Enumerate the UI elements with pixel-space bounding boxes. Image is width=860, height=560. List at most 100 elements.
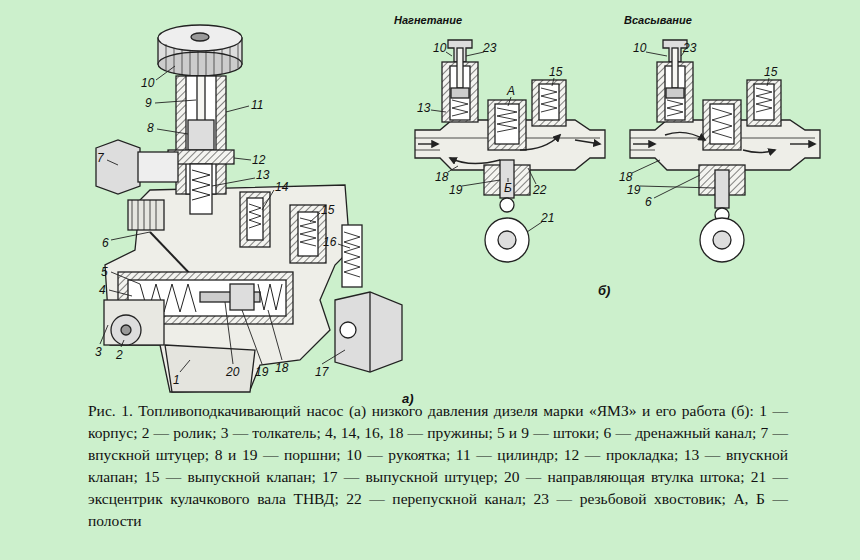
pump-scheme [630, 40, 820, 262]
pump-cutaway [158, 52, 242, 76]
pump-cutaway [132, 200, 133, 230]
pump-scheme [451, 88, 469, 98]
leader-lines [431, 110, 446, 112]
pump-cutaway [247, 198, 263, 240]
figure-label: б) [598, 284, 610, 297]
leader-lines [242, 310, 262, 364]
pump-scheme [488, 100, 526, 150]
pump-scheme [539, 84, 559, 120]
callout-number: 18 [619, 171, 632, 183]
leader-lines [322, 350, 345, 364]
callout-number: 2 [116, 349, 123, 361]
leader-lines [100, 325, 108, 344]
leader-lines [156, 66, 175, 80]
callout-number: 15 [321, 204, 334, 216]
callout-number: 12 [252, 154, 265, 166]
callout-number: 19 [255, 366, 268, 378]
pump-scheme [712, 108, 732, 138]
leader-lines [767, 78, 769, 86]
callout-number: 22 [533, 184, 546, 196]
leader-lines [180, 360, 190, 372]
pump-cutaway [206, 51, 207, 76]
pump-cutaway [222, 49, 223, 74]
leader-lines [632, 160, 660, 173]
pump-cutaway [192, 170, 210, 200]
pump-cutaway [150, 200, 151, 230]
pump-scheme [713, 231, 731, 249]
pump-cutaway [197, 76, 205, 126]
pump-cutaway [240, 192, 270, 247]
pump-cutaway [138, 200, 139, 230]
callout-number: 6 [102, 237, 109, 249]
pump-scheme [450, 158, 500, 164]
pump-scheme [790, 143, 815, 144]
callout-number: 7 [97, 152, 104, 164]
leader-lines [310, 213, 320, 222]
leader-lines [111, 272, 140, 284]
pump-scheme [500, 198, 514, 212]
leader-lines [121, 340, 124, 347]
pump-scheme [665, 132, 705, 140]
pump-scheme [756, 88, 772, 112]
pump-scheme [418, 143, 438, 144]
leader-lines [552, 78, 554, 86]
callout-number: 23 [683, 42, 696, 54]
pump-cutaway [369, 292, 370, 372]
callout-number: 3 [95, 346, 102, 358]
pump-cutaway [128, 200, 164, 230]
pump-scheme [498, 231, 516, 249]
leader-lines [225, 302, 233, 364]
leader-lines [107, 160, 118, 165]
pump-scheme [418, 135, 600, 164]
scheme-heading: Всасывание [624, 15, 692, 26]
leader-lines [466, 52, 484, 56]
leader-lines [448, 166, 458, 172]
callout-number: 19 [449, 184, 462, 196]
pump-scheme [415, 40, 605, 262]
leader-lines [462, 180, 500, 186]
leader-lines [226, 106, 249, 112]
pump-cutaway [158, 25, 242, 51]
callout-number: 18 [435, 171, 448, 183]
callout-number: 10 [433, 42, 446, 54]
leader-lines [431, 52, 769, 232]
pump-cutaway [300, 218, 316, 246]
callout-number: 16 [323, 236, 336, 248]
pump-scheme [754, 84, 774, 120]
callout-number: А [507, 85, 515, 97]
pump-scheme [672, 48, 678, 88]
pump-scheme [633, 132, 815, 152]
callout-number: 5 [101, 266, 108, 278]
pump-scheme [495, 104, 519, 144]
leader-lines [446, 52, 452, 56]
pump-scheme [575, 140, 600, 144]
callout-number: 21 [541, 212, 554, 224]
pump-cutaway [238, 44, 239, 68]
callout-number: 1 [173, 374, 180, 386]
pump-cutaway [190, 51, 191, 76]
pump-cutaway [111, 315, 141, 345]
leader-lines [234, 158, 251, 160]
leader-lines [338, 244, 350, 248]
pump-cutaway [96, 140, 140, 194]
callout-number: 9 [145, 97, 152, 109]
pump-scheme [747, 80, 781, 126]
pump-cutaway [198, 51, 199, 76]
callout-number: 18 [275, 362, 288, 374]
callout-number: 10 [633, 42, 646, 54]
pump-cutaway [156, 200, 157, 230]
callout-number: Б [504, 182, 512, 194]
callout-number: 4 [99, 284, 106, 296]
pump-scheme [520, 135, 560, 150]
pump-cutaway [174, 48, 175, 74]
callout-number: 14 [275, 181, 288, 193]
callout-number: 15 [764, 66, 777, 78]
pump-cutaway [258, 284, 282, 310]
pump-cutaway [121, 325, 131, 335]
pump-cutaway [105, 185, 350, 392]
pump-scheme [452, 100, 468, 116]
callout-number: 19 [627, 184, 640, 196]
pump-cutaway [342, 225, 362, 287]
callout-number: 6 [645, 196, 652, 208]
pump-scheme [715, 170, 729, 208]
